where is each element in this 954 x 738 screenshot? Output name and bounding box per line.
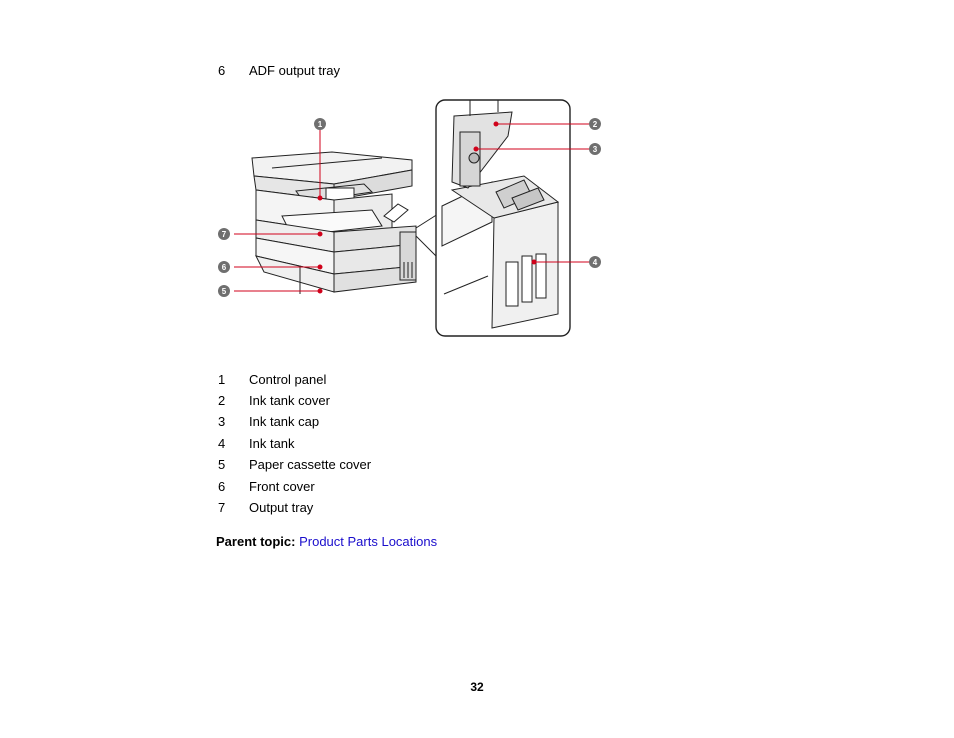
legend-number: 6: [218, 479, 226, 494]
callout-badge-6: 6: [218, 261, 230, 273]
zoom-connector: [415, 213, 439, 259]
svg-text:2: 2: [593, 120, 598, 129]
callout-badge-1: 1: [314, 118, 326, 130]
svg-text:7: 7: [222, 230, 227, 239]
legend-number: 2: [218, 393, 226, 408]
svg-text:3: 3: [593, 145, 598, 154]
parent-topic: Parent topic: Product Parts Locations: [216, 533, 437, 551]
legend-label: Paper cassette cover: [249, 457, 372, 472]
legend-label: Output tray: [249, 500, 314, 515]
legend-label: Control panel: [249, 372, 327, 387]
callout-leaders: [234, 121, 592, 294]
legend-number: 3: [218, 414, 226, 429]
ink-tank-inset: [435, 99, 571, 337]
svg-text:1: 1: [318, 120, 323, 129]
top-item-number: 6: [218, 63, 226, 78]
legend-label: Ink tank: [249, 436, 295, 451]
svg-text:6: 6: [222, 263, 227, 272]
printer-parts-illustration: 1 2 3 4 5 6 7: [218, 99, 601, 337]
legend-label: Front cover: [249, 479, 315, 494]
svg-text:4: 4: [593, 258, 598, 267]
legend-label: Ink tank cap: [249, 414, 320, 429]
callout-badge-7: 7: [218, 228, 230, 240]
legend-number: 4: [218, 436, 226, 451]
legend-number: 1: [218, 372, 226, 387]
callout-badge-2: 2: [589, 118, 601, 130]
parent-topic-link[interactable]: Product Parts Locations: [299, 534, 438, 549]
callout-badge-5: 5: [218, 285, 230, 297]
printer-drawing: [251, 151, 417, 294]
top-item-label: ADF output tray: [249, 63, 341, 78]
callout-badge-3: 3: [589, 143, 601, 155]
legend-number: 7: [218, 500, 226, 515]
svg-text:5: 5: [222, 287, 227, 296]
callout-badge-4: 4: [589, 256, 601, 268]
parent-topic-prefix: Parent topic:: [216, 534, 296, 549]
legend-number: 5: [218, 457, 226, 472]
legend-label: Ink tank cover: [249, 393, 330, 408]
page-number: 32: [470, 680, 484, 694]
